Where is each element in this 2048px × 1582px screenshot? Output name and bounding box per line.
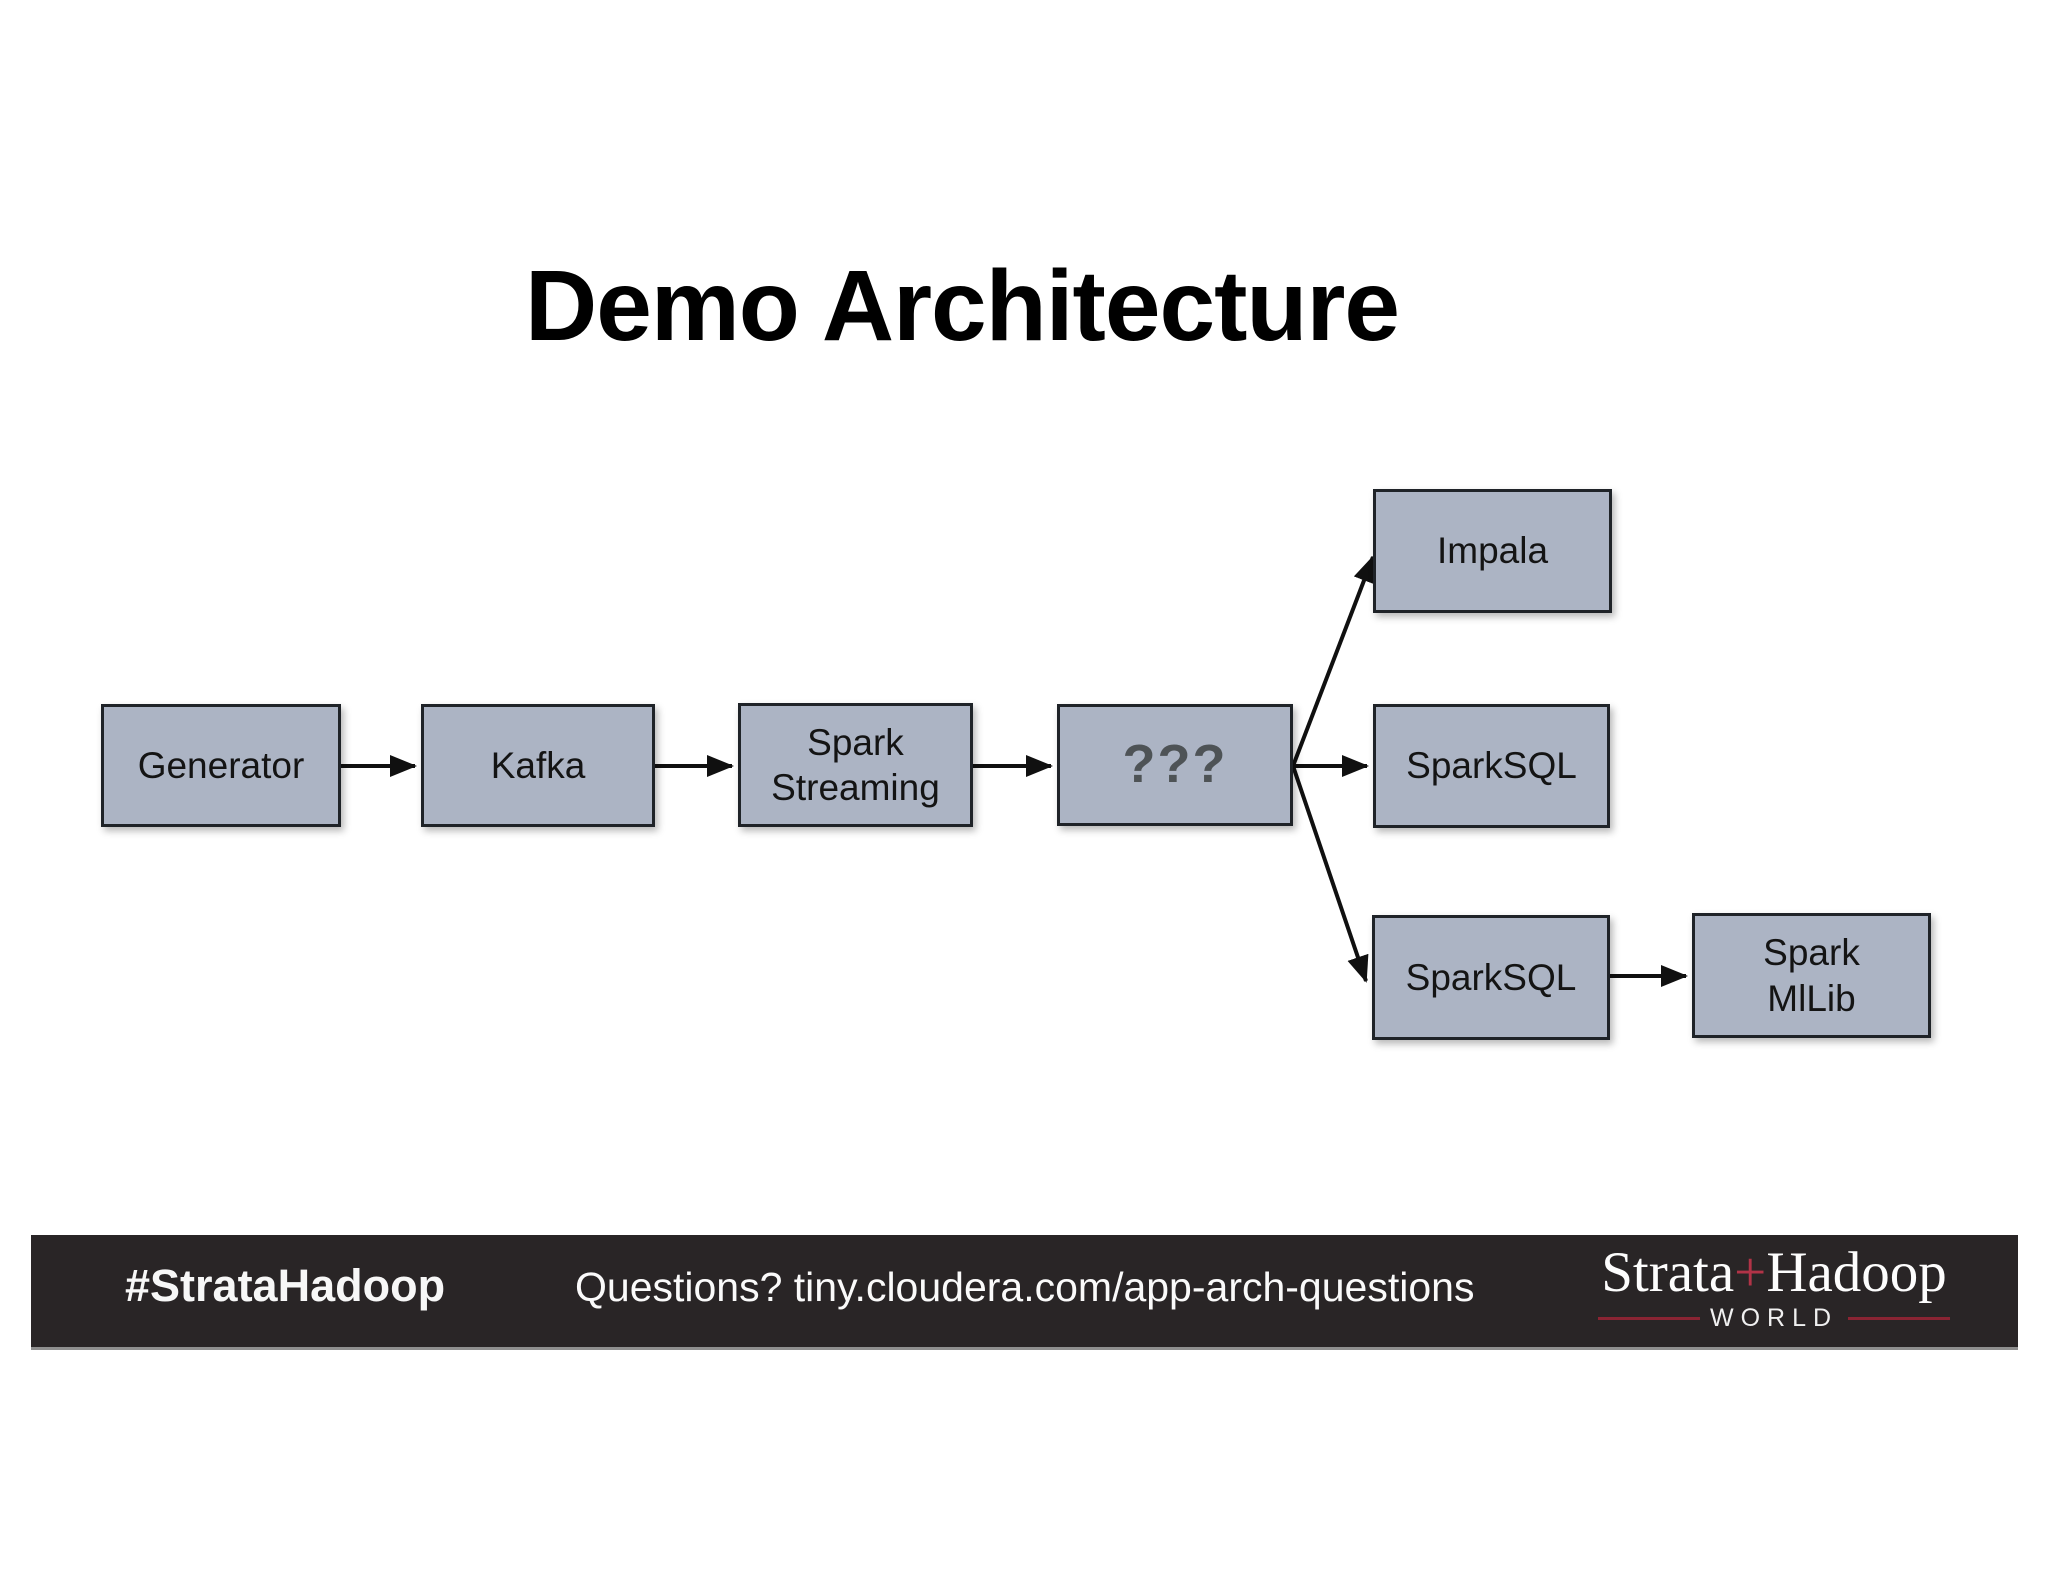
node-sparksql-top: SparkSQL [1373,704,1610,828]
logo-strata: Strata [1601,1241,1735,1304]
node-impala: Impala [1373,489,1612,613]
node-generator: Generator [101,704,341,827]
node-kafka: Kafka [421,704,655,827]
footer-hashtag: #StrataHadoop [125,1260,446,1311]
node-sparksql-bottom: SparkSQL [1372,915,1610,1040]
logo-rule-left [1598,1316,1700,1320]
strata-hadoop-logo: Strata+Hadoop WORLD [1598,1243,1950,1331]
node-spark-streaming: Spark Streaming [738,703,973,827]
logo-plus-icon: + [1734,1241,1767,1304]
node-spark-mllib: Spark MlLib [1692,913,1931,1038]
logo-hadoop: Hadoop [1766,1241,1947,1304]
node-mystery: ??? [1057,704,1293,826]
footer-bar: #StrataHadoop Questions? tiny.cloudera.c… [31,1235,2018,1350]
logo-wordmark: Strata+Hadoop [1598,1243,1950,1303]
arrow-mystery-sparksql-bottom [1291,765,1369,983]
slide-title: Demo Architecture [525,250,1400,362]
arrow-mystery-impala [1291,555,1375,767]
logo-rule-right [1848,1316,1950,1320]
footer-questions-text: Questions? tiny.cloudera.com/app-arch-qu… [575,1264,1475,1310]
logo-world-row: WORLD [1598,1303,1950,1332]
logo-world: WORLD [1709,1303,1839,1332]
